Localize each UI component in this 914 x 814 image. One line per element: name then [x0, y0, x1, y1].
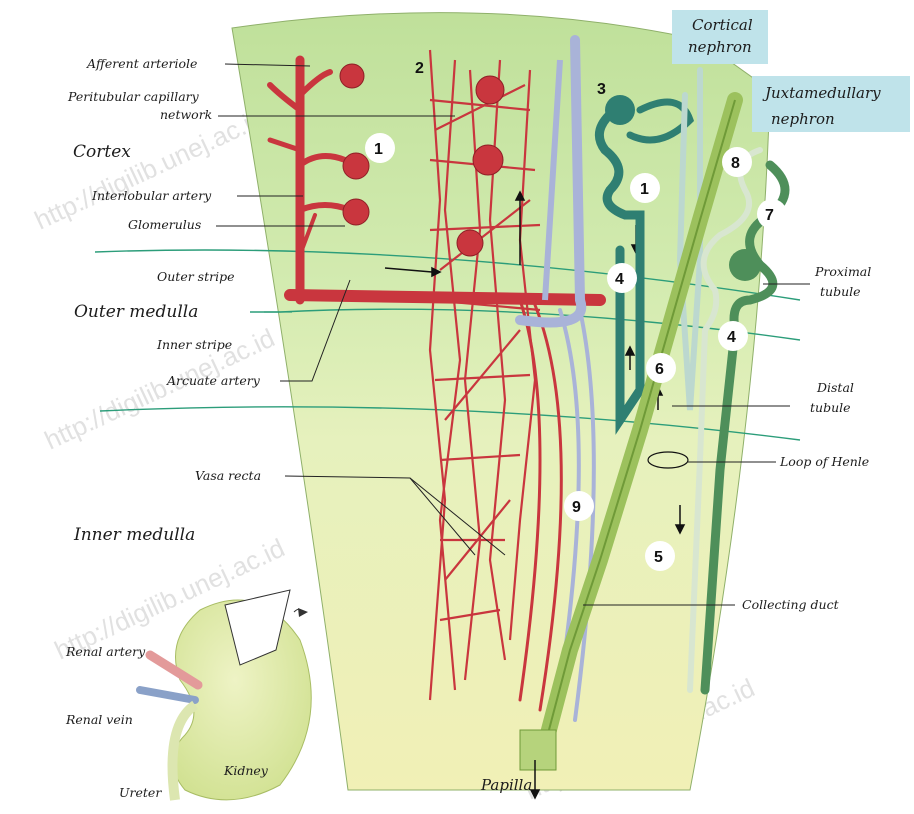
badge-7: 7	[765, 207, 774, 224]
glomerulus-icon	[340, 64, 364, 88]
badge-3: 3	[597, 81, 606, 98]
label-ureter: Ureter	[119, 785, 162, 800]
label-inner-stripe: Inner stripe	[156, 337, 232, 352]
juxtamedullary-nephron-box: Juxtamedullary nephron	[752, 76, 910, 132]
label-renal-artery: Renal artery	[65, 644, 146, 659]
label-renal-vein: Renal vein	[65, 712, 133, 727]
badge-8: 8	[731, 155, 740, 172]
label-outer-stripe: Outer stripe	[157, 269, 234, 284]
label-loop-of-henle: Loop of Henle	[779, 454, 869, 469]
glomerulus-icon	[343, 153, 369, 179]
label-cortex: Cortex	[73, 142, 131, 162]
label-distal-line1: Distal	[816, 380, 854, 395]
label-interlobular-artery: Interlobular artery	[91, 188, 212, 203]
label-peritubular-line2: network	[160, 107, 212, 122]
label-vasa-recta: Vasa recta	[195, 468, 261, 483]
label-arcuate-artery: Arcuate artery	[166, 373, 261, 388]
badge-9: 9	[572, 499, 581, 516]
badge-5: 5	[654, 549, 663, 566]
juxta-box-line1: Juxtamedullary	[762, 84, 881, 102]
label-afferent-arteriole: Afferent arteriole	[86, 56, 197, 71]
label-distal-line2: tubule	[810, 400, 851, 415]
badge-4-left: 4	[615, 271, 624, 288]
cortical-nephron-box: Cortical nephron	[672, 10, 768, 64]
cortical-box-line2: nephron	[688, 38, 752, 56]
label-kidney: Kidney	[223, 763, 269, 778]
label-proximal-line1: Proximal	[814, 264, 871, 279]
label-collecting-duct: Collecting duct	[742, 597, 840, 612]
label-proximal-line2: tubule	[820, 284, 861, 299]
badge-1-right: 1	[640, 181, 649, 198]
label-inner-medulla: Inner medulla	[73, 525, 195, 545]
cortical-box-line1: Cortical	[692, 16, 753, 34]
glomerulus-icon	[343, 199, 369, 225]
badge-2: 2	[415, 60, 424, 77]
label-outer-medulla: Outer medulla	[74, 302, 198, 322]
badge-1-left: 1	[374, 141, 383, 158]
label-peritubular-line1: Peritubular capillary	[67, 89, 200, 104]
badge-6: 6	[655, 361, 664, 378]
juxta-box-line2: nephron	[771, 110, 835, 128]
watermark: http://digilib.unej.ac.id	[30, 103, 269, 236]
badge-4-right: 4	[727, 329, 736, 346]
papilla-tip	[520, 730, 556, 770]
label-glomerulus: Glomerulus	[128, 217, 201, 232]
label-papilla: Papilla	[480, 776, 532, 794]
